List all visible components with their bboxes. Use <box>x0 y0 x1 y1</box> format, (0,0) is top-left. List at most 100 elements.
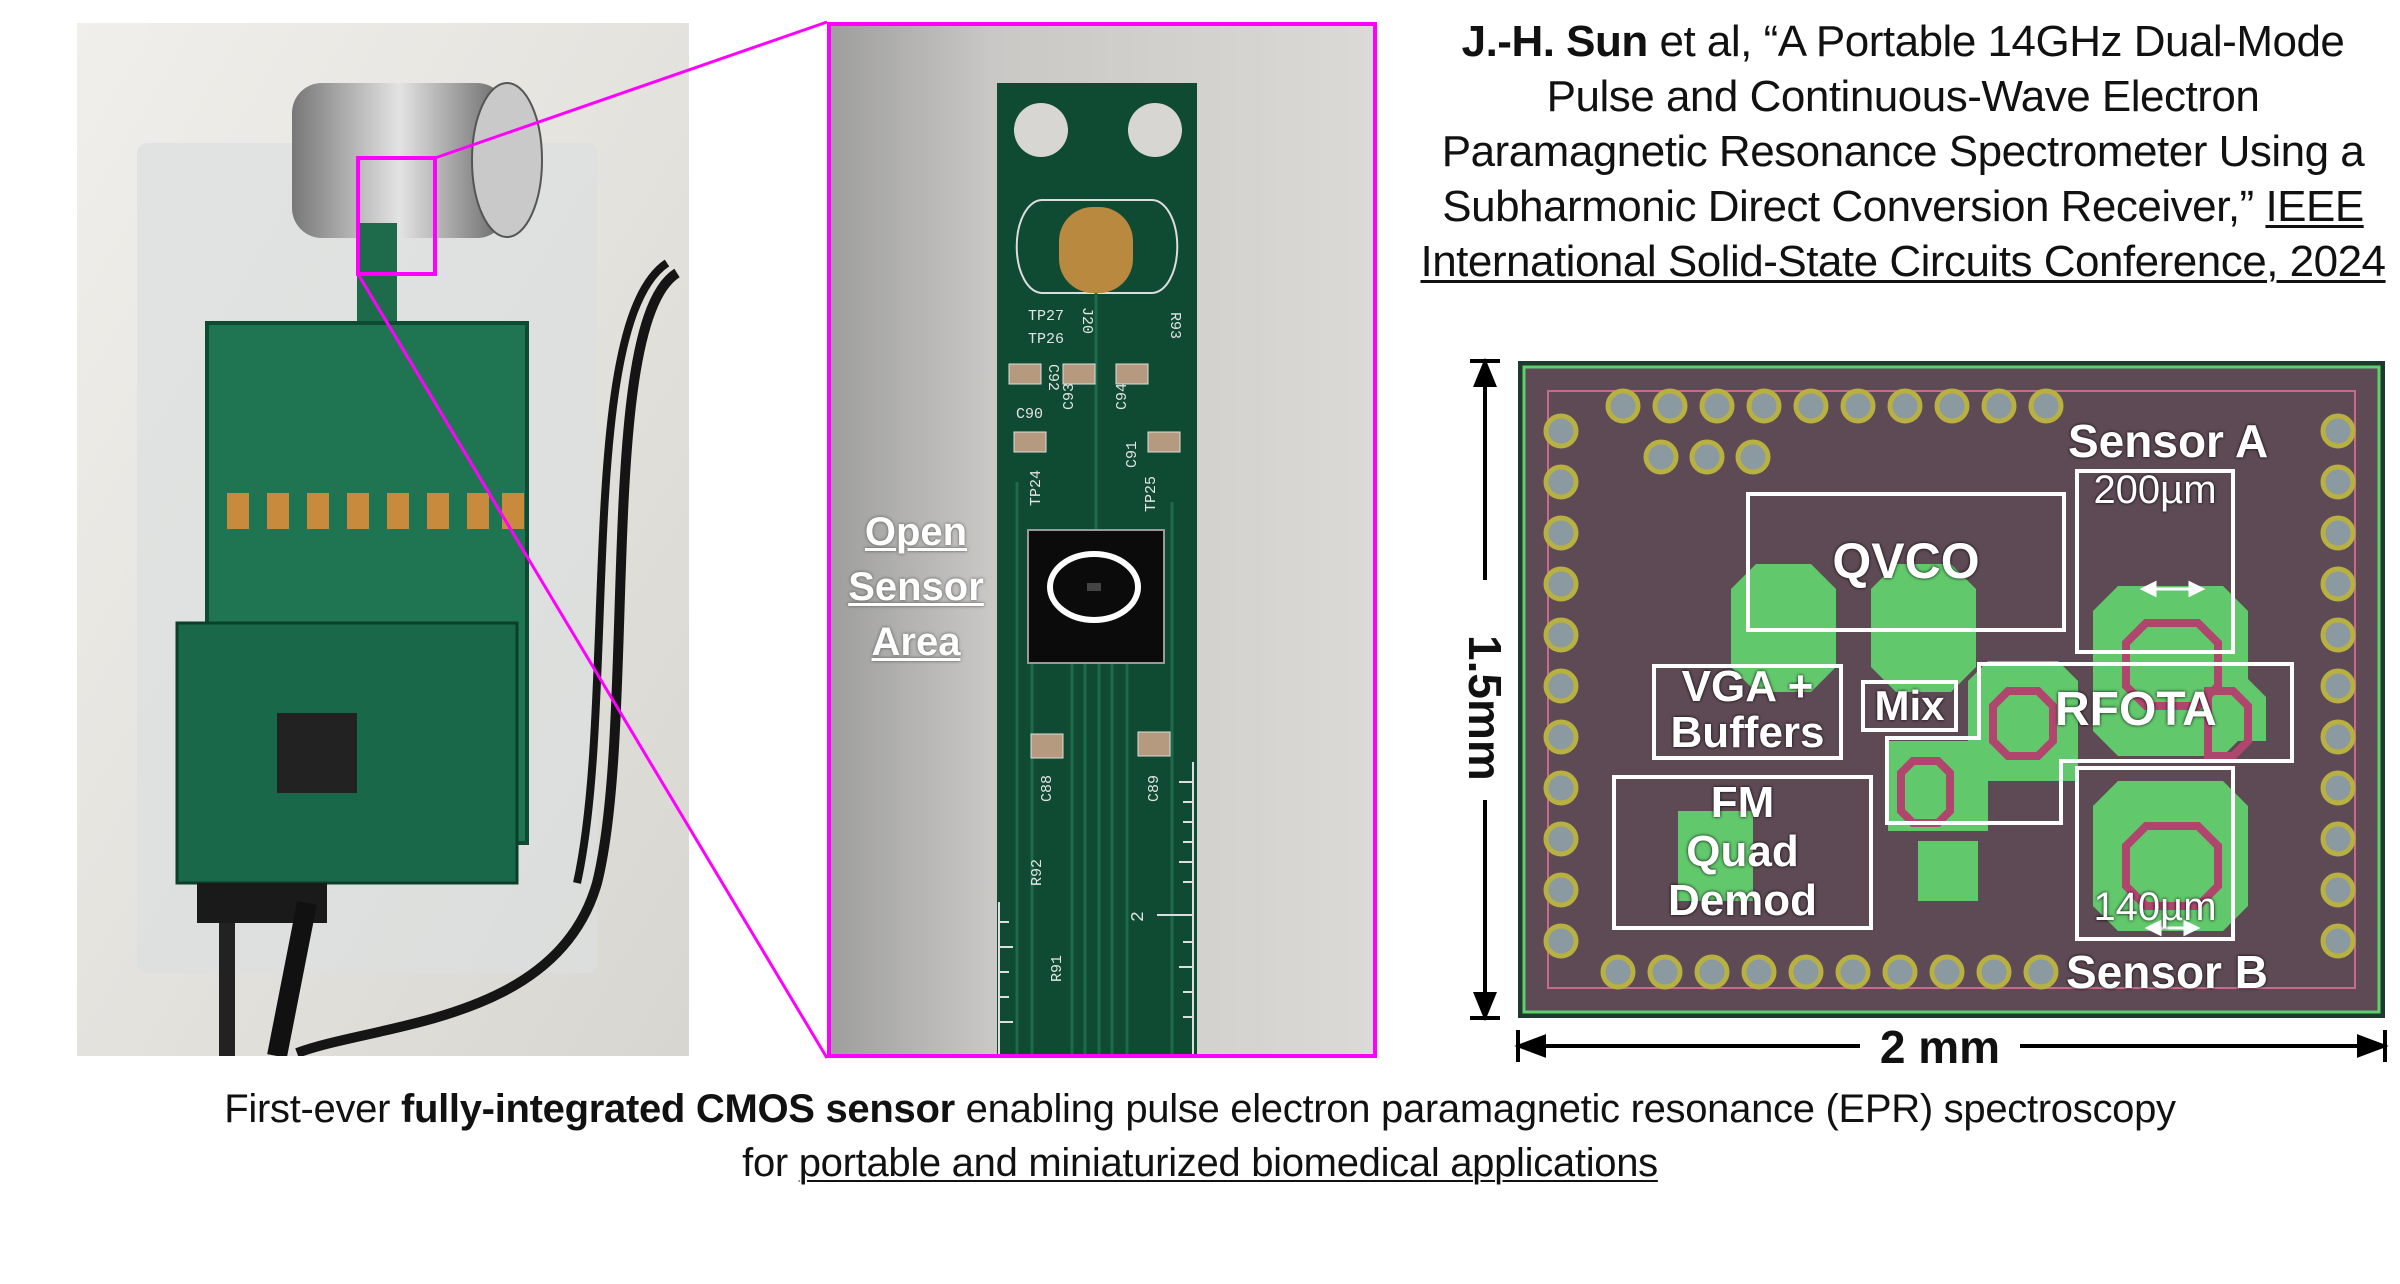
qvco-label: QVCO <box>1832 533 1980 589</box>
citation-author: J.-H. Sun <box>1461 17 1649 66</box>
bond-pad <box>2320 923 2356 959</box>
bond-pad <box>1735 439 1771 475</box>
bond-pad <box>2320 821 2356 857</box>
sensor-circle-marker <box>1047 551 1141 623</box>
bond-pad <box>1793 388 1829 424</box>
citation: J.-H. Sun et al, “A Portable 14GHz Dual-… <box>1420 14 2386 289</box>
bond-pad <box>1543 566 1579 602</box>
pcb-silkscreen-labels: TP27 TP26 J20 R93 C92 C90 C93 C94 C91 TP… <box>1016 307 1183 982</box>
bond-pad <box>1647 954 1683 990</box>
bond-pad <box>2320 770 2356 806</box>
height-label: 1.5mm <box>1459 635 1511 781</box>
pcb-label-tp24: TP24 <box>1028 470 1045 506</box>
bond-pad <box>1689 439 1725 475</box>
bond-pad <box>1746 388 1782 424</box>
citation-title: et al, “A Portable 14GHz Dual-Mode Pulse… <box>1441 17 2365 231</box>
caption-underlined: portable and miniaturized biomedical app… <box>798 1141 1658 1185</box>
pcb-label-c88: C88 <box>1039 775 1056 802</box>
mix-label: Mix <box>1874 682 1945 729</box>
bond-pad <box>2320 668 2356 704</box>
bond-pad <box>2320 566 2356 602</box>
ruler-ticks <box>998 762 1194 1058</box>
caption: First-ever fully-integrated CMOS sensor … <box>200 1082 2200 1190</box>
fm-box <box>1612 775 1873 930</box>
bond-pad <box>1543 413 1579 449</box>
sensor-a-label: Sensor A <box>2068 415 2269 467</box>
sensor-b-label: Sensor B <box>2066 946 2268 998</box>
pcb-label-c93: C93 <box>1061 383 1078 410</box>
bond-pad <box>1600 954 1636 990</box>
open-sensor-area-label: Open Sensor Area <box>848 510 984 664</box>
bond-pad <box>1543 515 1579 551</box>
gold-pad <box>1059 207 1133 293</box>
pcb-label-j20: J20 <box>1078 307 1095 334</box>
rfota-label: RFOTA <box>2055 683 2217 736</box>
bond-pad <box>1694 954 1730 990</box>
ruler-number: 2 <box>1129 911 1149 922</box>
bond-pad <box>1929 954 1965 990</box>
bond-pad <box>1543 821 1579 857</box>
mix-box <box>1861 680 1958 732</box>
bond-pad <box>1543 464 1579 500</box>
bond-pad <box>1543 923 1579 959</box>
pcb-label-c92: C92 <box>1044 364 1061 391</box>
sensor-a-box <box>2075 469 2235 654</box>
zoom-frame <box>827 22 1377 1058</box>
pcb-label-c90: C90 <box>1016 406 1043 423</box>
sensor-b-size: 140µm <box>2093 885 2217 929</box>
bond-pad <box>1840 388 1876 424</box>
bond-pad <box>2320 719 2356 755</box>
bond-pad <box>2028 388 2064 424</box>
bond-pad <box>1543 617 1579 653</box>
pcb-label-r92: R92 <box>1029 859 1046 886</box>
bond-pad <box>1652 388 1688 424</box>
bond-pad <box>1882 954 1918 990</box>
caption-pre: First-ever <box>224 1087 401 1131</box>
caption-mid: enabling pulse electron paramagnetic res… <box>742 1087 2176 1185</box>
pcb-label-r93: R93 <box>1166 312 1183 339</box>
width-label: 2 mm <box>1879 1021 2001 1073</box>
pcb-label-c89: C89 <box>1146 775 1163 802</box>
bond-pad <box>1699 388 1735 424</box>
vga-box <box>1652 664 1843 760</box>
bond-pad <box>1741 954 1777 990</box>
pcb-label-c94: C94 <box>1114 383 1131 410</box>
bond-pad <box>2320 617 2356 653</box>
pcb-label-c91: C91 <box>1124 441 1141 468</box>
bond-pad <box>1643 439 1679 475</box>
bond-pad <box>1981 388 2017 424</box>
bond-pad <box>2320 464 2356 500</box>
setup-photo <box>77 23 689 1056</box>
bond-pad <box>2320 413 2356 449</box>
bond-pad <box>1934 388 1970 424</box>
sensor-b-box <box>2075 766 2235 941</box>
bond-pad <box>1976 954 2012 990</box>
bond-pad <box>1543 872 1579 908</box>
rfota-outline <box>1885 662 2294 825</box>
mounting-hole <box>1128 103 1182 157</box>
bond-pad <box>1788 954 1824 990</box>
sensor-a-size: 200µm <box>2093 468 2217 512</box>
bond-pad <box>2320 515 2356 551</box>
bond-pad <box>1605 388 1641 424</box>
bond-pad <box>1835 954 1871 990</box>
citation-venue: IEEE International Solid-State Circuits … <box>1420 182 2386 286</box>
sensor-pcb-photo: TP27 TP26 J20 R93 C92 C90 C93 C94 C91 TP… <box>827 22 1377 1058</box>
mounting-hole <box>1014 103 1068 157</box>
pcb-label-tp25: TP25 <box>1143 476 1160 512</box>
pcb-label-tp26: TP26 <box>1028 331 1064 348</box>
qvco-box <box>1746 492 2066 632</box>
pcb-label-tp27: TP27 <box>1028 308 1064 325</box>
bond-pad <box>1543 770 1579 806</box>
bond-pad <box>1543 719 1579 755</box>
pcb-label-r91: R91 <box>1049 955 1066 982</box>
bond-pad <box>2320 872 2356 908</box>
caption-bold: fully-integrated CMOS sensor <box>400 1087 955 1131</box>
fm-quad-demod-label: FM Quad Demod <box>1667 778 1818 925</box>
bond-pad <box>1887 388 1923 424</box>
bond-pad <box>1543 668 1579 704</box>
bond-pad <box>2023 954 2059 990</box>
chip-micrograph <box>1518 361 2385 1018</box>
vga-buffers-label: VGA + Buffers <box>1670 662 1825 757</box>
